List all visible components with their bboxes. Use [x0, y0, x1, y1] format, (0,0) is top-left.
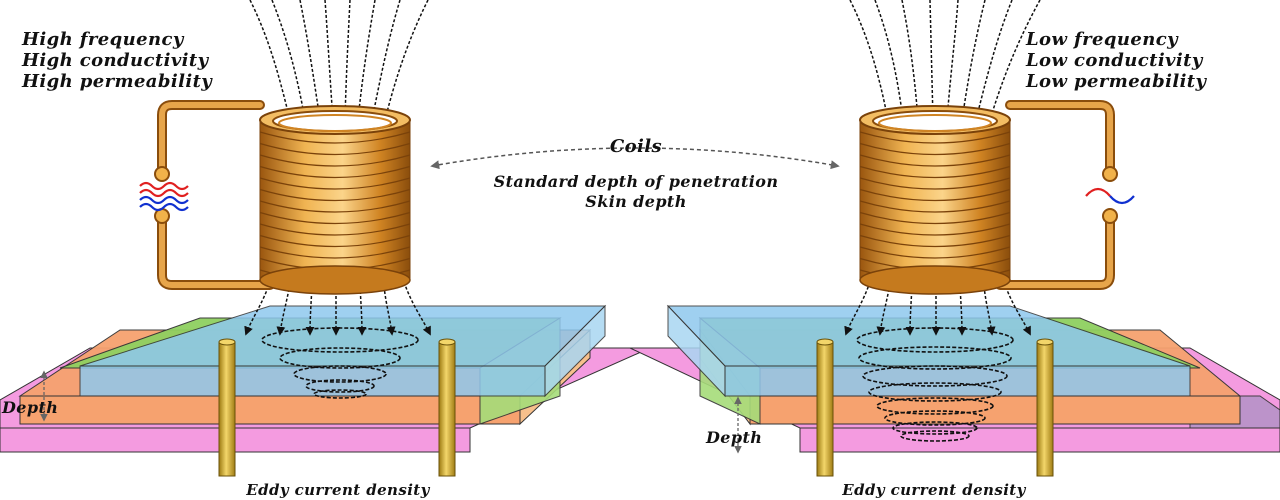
coil-turn	[259, 165, 411, 179]
coil-turn	[859, 234, 1011, 248]
left-hf-signal-icon	[139, 181, 189, 212]
right-terminal-bottom	[1102, 208, 1118, 224]
coils-label: Coils	[609, 136, 663, 157]
coil-turn	[859, 246, 1011, 259]
right-blue-layer	[666, 304, 1191, 398]
right-lf-signal-icon	[1085, 187, 1135, 205]
skin-depth-label: Skin depth	[585, 192, 687, 211]
left-conditions: High frequency High conductivity High pe…	[22, 29, 212, 92]
coil-turn	[859, 200, 1011, 213]
left-rod-1	[218, 341, 236, 477]
right-terminal-top	[1102, 166, 1118, 182]
right-depth-label: Depth	[706, 428, 763, 447]
right-eddy-rings	[856, 327, 1014, 442]
left-eddy-current-label: Eddy current density	[246, 481, 430, 499]
coil-turn	[259, 246, 411, 259]
left-condition-2: High conductivity	[22, 50, 209, 71]
left-wire-top	[159, 102, 263, 175]
left-condition-3: High permeability	[22, 71, 213, 92]
right-conditions: Low frequency Low conductivity Low perme…	[1026, 29, 1206, 92]
left-condition-1: High frequency	[22, 29, 184, 50]
left-wire-bottom	[159, 213, 273, 288]
coil-turn	[859, 142, 1011, 156]
coil-turn	[259, 200, 411, 213]
coil-turn	[859, 154, 1011, 167]
coil-turn	[259, 142, 411, 156]
coils-double-arrow	[430, 147, 840, 170]
coil-turn	[859, 211, 1011, 225]
coil-turn	[259, 154, 411, 167]
left-depth-label: Depth	[2, 398, 59, 417]
coil-turn	[259, 131, 411, 144]
coil-turn	[859, 177, 1011, 190]
left-rod-2	[438, 341, 456, 477]
coil-turn	[859, 223, 1011, 236]
coil-turn	[259, 188, 411, 202]
right-rod-2	[1036, 341, 1054, 477]
coil-turn	[859, 131, 1011, 144]
coil-turn	[259, 211, 411, 225]
coil-turn	[859, 165, 1011, 179]
left-coil	[259, 105, 411, 295]
coil-turn	[259, 223, 411, 236]
right-condition-1: Low frequency	[1026, 29, 1178, 50]
coil-turn	[259, 177, 411, 190]
left-setup	[0, 0, 651, 477]
standard-depth-label: Standard depth of penetration	[493, 172, 779, 191]
right-eddy-current-label: Eddy current density	[842, 481, 1026, 499]
coil-turn	[859, 188, 1011, 202]
right-coil	[859, 105, 1011, 295]
right-condition-3: Low permeability	[1026, 71, 1207, 92]
right-wire-top	[1007, 102, 1113, 175]
coil-turn	[259, 234, 411, 248]
right-setup	[629, 0, 1280, 477]
left-field-lines-top	[249, 0, 429, 121]
left-terminal-top	[154, 166, 170, 182]
right-condition-2: Low conductivity	[1026, 50, 1203, 71]
right-wire-bottom	[997, 213, 1113, 288]
right-rod-1	[816, 341, 834, 477]
